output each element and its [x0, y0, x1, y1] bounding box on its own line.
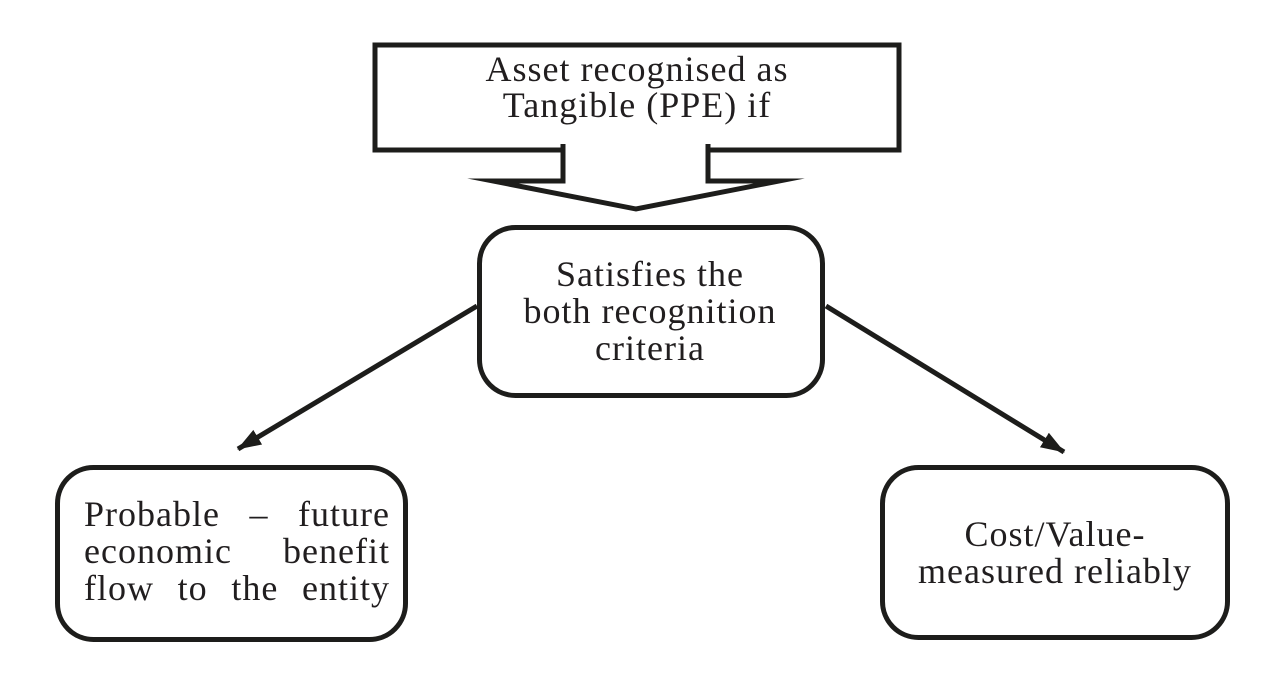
top-box-shape [372, 42, 902, 153]
text-line: flow to the entity [84, 568, 390, 608]
text-line: Probable – future [84, 494, 390, 534]
node-bottom-left-label: Probable – future economic benefit flow … [84, 496, 390, 607]
text-line: economic benefit [84, 531, 390, 571]
text-line: Satisfies the [556, 254, 744, 294]
text-line: Cost/Value- [964, 513, 1146, 554]
block-down-arrow-icon [467, 144, 805, 212]
arrow-to-bottom-left [236, 303, 479, 452]
node-bottom-right-label: Cost/Value- measured reliably [882, 465, 1228, 640]
node-top-label: Asset recognised as Tangible (PPE) if [377, 51, 897, 123]
bottom-left-box-shape [55, 465, 408, 642]
text-line: criteria [595, 328, 705, 368]
arrow-to-bottom-right [824, 303, 1066, 455]
text-line: Tangible (PPE) if [502, 85, 772, 125]
text-line: Asset recognised as [485, 49, 789, 89]
node-middle-label: Satisfies the both recognition criteria [477, 225, 823, 398]
text-line: both recognition [523, 291, 777, 331]
bottom-right-box-shape [880, 465, 1230, 640]
middle-box-shape [477, 225, 825, 398]
text-line: measured reliably [918, 550, 1192, 591]
